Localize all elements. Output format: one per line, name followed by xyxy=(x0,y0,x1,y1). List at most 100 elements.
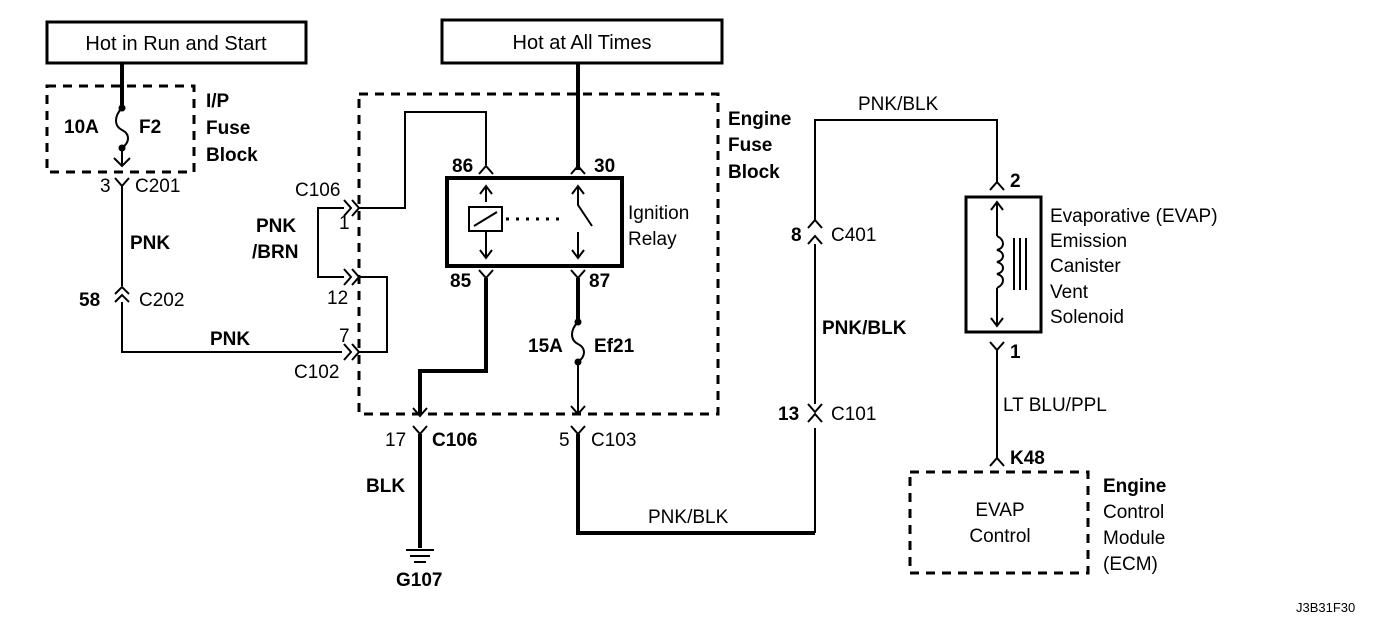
ecm-label-3: Module xyxy=(1103,528,1165,549)
relay-label-2: Relay xyxy=(628,229,677,250)
connector-c201-pin: 3 xyxy=(100,176,111,197)
relay-pin-30: 30 xyxy=(594,156,615,177)
wire-c106-to-relay-86 xyxy=(359,111,487,209)
solenoid-core xyxy=(1013,238,1027,290)
solenoid-pin-2: 2 xyxy=(1010,171,1021,192)
ecm-outline xyxy=(908,470,1090,575)
connector-c202-label: C202 xyxy=(139,290,184,311)
relay-pin86-symbol xyxy=(478,164,494,175)
wire-ef21-out xyxy=(570,362,586,416)
solenoid-lead-top xyxy=(990,200,1004,236)
connector-c103-symbol xyxy=(570,425,586,436)
solenoid-label-2: Emission xyxy=(1050,231,1127,252)
ground-symbol xyxy=(406,549,434,563)
ecm-k48-symbol xyxy=(989,456,1005,467)
connector-c401-symbol xyxy=(807,218,823,245)
engine-fuse-block-label-1: Engine xyxy=(728,109,791,130)
source-label-run-start: Hot in Run and Start xyxy=(85,33,267,55)
fuse-f2-dot-top xyxy=(118,104,126,112)
connector-c202-symbol xyxy=(114,285,342,353)
ecm-inner-1: EVAP xyxy=(975,500,1024,521)
ecm-pin-k48: K48 xyxy=(1010,448,1045,469)
connector-c101-pin: 13 xyxy=(778,404,799,425)
relay-switch xyxy=(571,184,593,260)
ip-fuse-block-outline xyxy=(45,84,196,174)
ip-fuse-block-label-3: Block xyxy=(206,145,258,166)
wire-label-blk: BLK xyxy=(366,476,405,497)
fuse-f2-rating: 10A xyxy=(64,117,99,138)
relay-coil-diagonal xyxy=(473,211,498,227)
wire-pnk-brn-loop xyxy=(317,207,344,278)
engine-fuse-block-label-2: Fuse xyxy=(728,135,772,156)
connector-c102-label: C102 xyxy=(294,362,339,383)
ip-fuse-block-label-1: I/P xyxy=(206,91,230,112)
solenoid-coil xyxy=(996,235,1004,289)
connector-c106-bottom-label: C106 xyxy=(432,430,477,451)
solenoid-pin1-symbol xyxy=(989,341,1005,458)
source-label-all-times: Hot at All Times xyxy=(513,32,652,54)
connector-c101-label: C101 xyxy=(831,404,876,425)
fuse-ef21-id: Ef21 xyxy=(594,336,635,357)
ecm-label-4: (ECM) xyxy=(1103,554,1158,575)
relay-pin-86: 86 xyxy=(452,156,473,177)
wire-label-pnk-a: PNK xyxy=(130,233,170,254)
solenoid-pin-1: 1 xyxy=(1010,342,1021,363)
ecm-label-1: Engine xyxy=(1103,476,1166,497)
relay-label-1: Ignition xyxy=(628,203,689,224)
solenoid-lead-bottom xyxy=(990,288,1004,328)
connector-c103-pin: 5 xyxy=(559,430,570,451)
fuse-ef21-symbol xyxy=(571,321,585,363)
wire-c106-12-to-c102 xyxy=(359,276,388,353)
figure-code: J3B31F30 xyxy=(1296,600,1355,615)
wire-label-pnk-blk-mid: PNK/BLK xyxy=(822,318,907,339)
connector-c103-label: C103 xyxy=(591,430,636,451)
engine-fuse-block-outline xyxy=(357,92,720,416)
connector-c102-pin: 7 xyxy=(339,326,350,347)
wire-f2-out xyxy=(113,148,131,168)
wire-label-pnk-blk-bottom: PNK/BLK xyxy=(648,507,729,528)
fuse-ef21-rating: 15A xyxy=(528,336,563,357)
connector-c401-pin: 8 xyxy=(791,225,802,246)
solenoid-pin2-symbol xyxy=(989,180,1005,191)
engine-fuse-block-label-3: Block xyxy=(728,162,780,183)
connector-c106-pin1-symbol xyxy=(343,199,361,217)
connector-c401-label: C401 xyxy=(831,225,876,246)
solenoid-label-1: Evaporative (EVAP) xyxy=(1050,206,1218,227)
wire-label-lt-blu-ppl: LT BLU/PPL xyxy=(1003,395,1107,416)
wire-label-pnk-b: PNK xyxy=(210,329,250,350)
fuse-f2-id: F2 xyxy=(139,117,161,138)
wire-label-pnk-brn-1: PNK xyxy=(256,216,296,237)
connector-c106-top-label: C106 xyxy=(295,180,340,201)
ip-fuse-block-label-2: Fuse xyxy=(206,118,250,139)
connector-c201-label: C201 xyxy=(135,176,180,197)
relay-pin-85: 85 xyxy=(450,271,472,292)
wire-pnk-blk-top xyxy=(814,119,998,220)
wire-relay85-to-c106 xyxy=(418,278,488,414)
relay-pin86-internal xyxy=(479,184,493,202)
connector-c202-pin: 58 xyxy=(79,290,100,311)
ecm-label-2: Control xyxy=(1103,502,1164,523)
ground-label: G107 xyxy=(396,570,442,591)
solenoid-label-4: Vent xyxy=(1050,282,1089,303)
connector-c101-symbol xyxy=(807,403,823,423)
connector-c106-pin-1: 1 xyxy=(339,213,350,234)
relay-pin85-symbol xyxy=(478,269,494,280)
relay-pin-87: 87 xyxy=(589,271,610,292)
connector-c102-symbol xyxy=(343,343,361,361)
evap-solenoid-box xyxy=(964,195,1043,334)
ecm-inner-2: Control xyxy=(969,526,1030,547)
relay-pin85-internal xyxy=(479,231,493,260)
solenoid-label-3: Canister xyxy=(1050,256,1121,277)
wire-pnk-blk-bottom xyxy=(576,434,815,535)
connector-c106-pin-12: 12 xyxy=(327,288,348,309)
connector-c106-bottom-pin: 17 xyxy=(385,430,406,451)
source-box-run-start xyxy=(45,20,308,65)
connector-c106-pin12-symbol xyxy=(343,268,361,286)
relay-pin30-symbol xyxy=(570,164,586,175)
wire-label-pnk-brn-2: /BRN xyxy=(252,242,298,263)
relay-pin87-symbol xyxy=(570,269,586,280)
source-box-all-times xyxy=(440,18,724,65)
wire-label-pnk-blk-top: PNK/BLK xyxy=(858,94,939,115)
fuse-f2-symbol xyxy=(115,107,129,149)
